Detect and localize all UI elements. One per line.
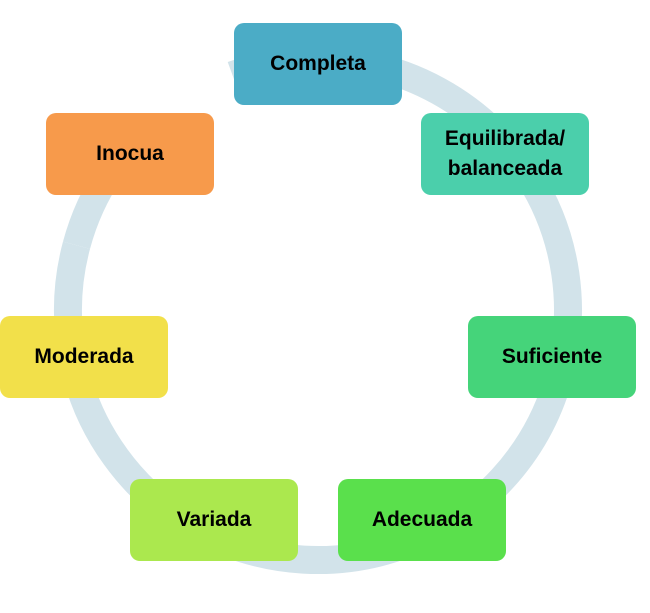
cycle-ring-arc [53, 46, 582, 575]
node-suficiente: Suficiente [468, 316, 636, 398]
node-moderada: Moderada [0, 316, 168, 398]
node-suficiente-label: Suficiente [501, 345, 603, 368]
node-inocua: Inocua [46, 113, 214, 195]
node-completa-label: Completa [270, 52, 366, 75]
node-completa: Completa [234, 23, 402, 105]
node-equilibrada-label: Equilibrada/ balanceada [444, 127, 566, 180]
node-moderada-label: Moderada [34, 345, 134, 368]
node-variada-label: Variada [176, 508, 252, 531]
node-adecuada-label: Adecuada [371, 508, 473, 531]
node-variada: Variada [130, 479, 298, 561]
node-inocua-label: Inocua [96, 142, 164, 165]
node-adecuada: Adecuada [338, 479, 506, 561]
node-equilibrada: Equilibrada/ balanceada [421, 113, 589, 195]
